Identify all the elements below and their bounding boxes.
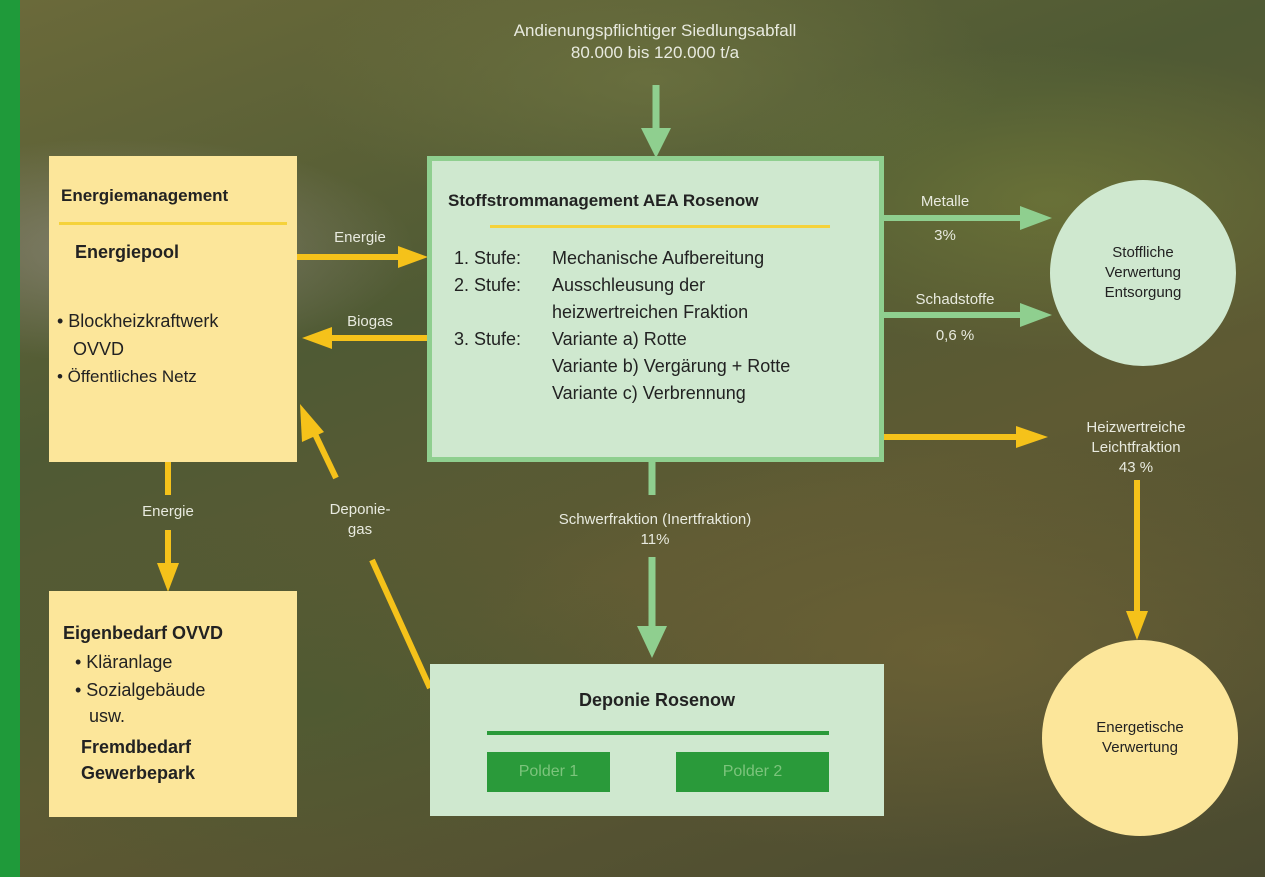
arrow-schwer-down <box>637 462 667 658</box>
energetische-verwertung-text: Energetische Verwertung <box>1096 718 1184 758</box>
own-demand-box: Eigenbedarf OVVD • Kläranlage • Sozialge… <box>49 591 297 817</box>
deponiegas-line2: gas <box>347 521 373 538</box>
stage-text: Variante a) Rotte <box>552 329 687 349</box>
schwer-pct: 11% <box>640 531 670 548</box>
stoffstrom-box: Stoffstrommanagement AEA Rosenow 1. Stuf… <box>427 156 884 462</box>
arrow-energie-down <box>157 462 179 592</box>
label-metalle: Metalle <box>920 193 970 210</box>
stoffstrom-title-rule <box>490 225 830 228</box>
own-demand-item-2: • Sozialgebäude <box>75 680 206 700</box>
schwer-line1: Schwerfraktion (Inertfraktion) <box>558 511 752 528</box>
arrow-input-down <box>641 85 671 158</box>
energiepool-heading: Energiepool <box>75 242 180 262</box>
stage-list: 1. Stufe: Mechanische Aufbereitung 2. Stu… <box>454 245 790 407</box>
foreign-demand-line2: Gewerbepark <box>81 763 196 783</box>
stage-number: 1. Stufe: <box>454 248 522 268</box>
stage-row: heizwertreichen Fraktion <box>454 299 790 326</box>
circle-line: Verwertung <box>1105 264 1181 281</box>
deponie-title: Deponie Rosenow <box>578 690 735 710</box>
arrow-heizwert-down <box>1126 480 1148 640</box>
stage-row: 1. Stufe: Mechanische Aufbereitung <box>454 245 790 272</box>
energy-item-2: OVVD <box>73 339 125 359</box>
label-metalle-pct: 3% <box>934 227 956 244</box>
input-line2: 80.000 bis 120.000 t/a <box>570 43 740 62</box>
energetische-verwertung-circle: Energetische Verwertung <box>1042 640 1238 836</box>
heizwert-line1: Heizwertreiche <box>1086 419 1186 436</box>
input-label: Andienungspflichtiger Siedlungsabfall 80… <box>420 20 890 64</box>
arrow-metalle <box>884 206 1052 230</box>
stage-row: 2. Stufe: Ausschleusung der <box>454 272 790 299</box>
deponiegas-line1: Deponie- <box>329 501 391 518</box>
stage-row: Variante b) Vergärung + Rotte <box>454 353 790 380</box>
stage-number: 2. Stufe: <box>454 275 522 295</box>
energy-management-title: Energiemanagement <box>61 186 229 205</box>
stage-text: Variante c) Verbrennung <box>552 383 746 403</box>
stoffliche-verwertung-circle: Stoffliche Verwertung Entsorgung <box>1050 180 1236 366</box>
arrow-biogas-left <box>302 327 430 349</box>
arrow-energie-right <box>297 246 428 268</box>
own-demand-title: Eigenbedarf OVVD <box>63 623 224 643</box>
label-schwer: Schwerfraktion (Inertfraktion) 11% <box>505 510 805 550</box>
stage-text: Variante b) Vergärung + Rotte <box>552 356 791 376</box>
stage-row: Variante c) Verbrennung <box>454 380 790 407</box>
label-schadstoffe-pct: 0,6 % <box>935 327 975 344</box>
input-line1: Andienungspflichtiger Siedlungsabfall <box>513 21 797 40</box>
arrow-schadstoffe <box>884 303 1052 327</box>
arrow-heizwert-right <box>884 426 1048 448</box>
left-accent-bar <box>0 0 20 877</box>
circle-line: Verwertung <box>1102 739 1178 756</box>
circle-line: Entsorgung <box>1104 284 1182 301</box>
circle-line: Energetische <box>1096 719 1184 736</box>
polder-2: Polder 2 <box>676 752 829 792</box>
arrow-deponiegas <box>300 404 433 690</box>
deponie-title-rule <box>487 731 829 735</box>
stage-row: 3. Stufe: Variante a) Rotte <box>454 326 790 353</box>
label-schadstoffe: Schadstoffe <box>915 291 995 308</box>
deponie-box: Deponie Rosenow Polder 1 Polder 2 <box>430 664 884 816</box>
stoffliche-verwertung-text: Stoffliche Verwertung Entsorgung <box>1105 243 1182 303</box>
label-deponiegas: Deponie- gas <box>310 500 410 540</box>
energy-title-rule <box>59 222 287 225</box>
heizwert-pct: 43 % <box>1118 459 1154 476</box>
energy-management-box: Energiemanagement Energiepool • Blockhei… <box>49 156 297 462</box>
label-energie-right: Energie <box>334 229 386 246</box>
foreign-demand-line1: Fremdbedarf <box>81 737 192 757</box>
label-heizwert: Heizwertreiche Leichtfraktion 43 % <box>1046 418 1226 478</box>
stage-text: heizwertreichen Fraktion <box>552 302 749 322</box>
stage-text: Ausschleusung der <box>552 275 706 295</box>
stoffstrom-title: Stoffstrommanagement AEA Rosenow <box>448 191 759 210</box>
label-biogas: Biogas <box>347 313 393 330</box>
energy-item-1: • Blockheizkraftwerk <box>57 311 219 331</box>
own-demand-item-1: • Kläranlage <box>75 652 173 672</box>
polder-1: Polder 1 <box>487 752 610 792</box>
label-energie-down: Energie <box>142 503 194 520</box>
heizwert-line2: Leichtfraktion <box>1091 439 1181 456</box>
energy-item-3: • Öffentliches Netz <box>57 367 197 386</box>
stage-text: Mechanische Aufbereitung <box>552 248 765 268</box>
own-demand-item-3: usw. <box>89 706 126 726</box>
circle-line: Stoffliche <box>1112 244 1174 261</box>
stage-number: 3. Stufe: <box>454 329 522 349</box>
